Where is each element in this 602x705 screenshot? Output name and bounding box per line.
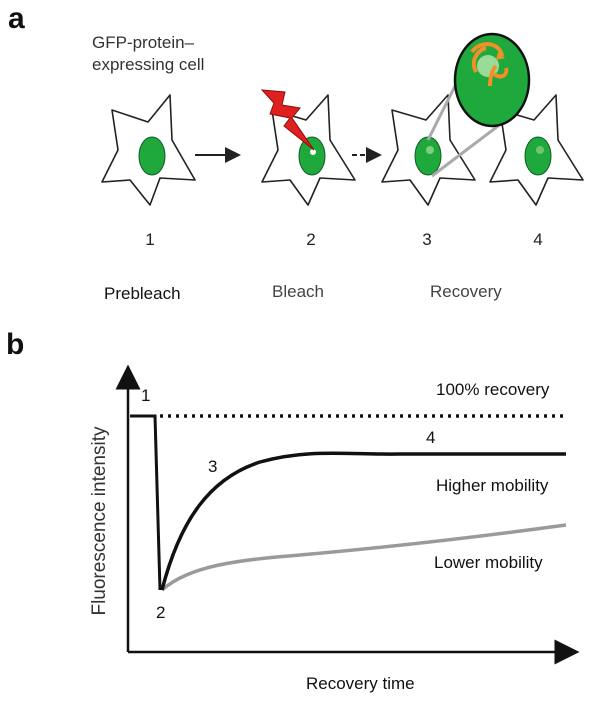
higher-mobility-curve — [160, 451, 566, 591]
cell-recovery-late — [489, 94, 584, 206]
lower-mobility-curve — [160, 523, 567, 592]
step-label-bleach: Bleach — [272, 282, 324, 301]
step-label-recovery: Recovery — [430, 282, 502, 301]
point-label-3: 3 — [208, 457, 218, 476]
point-label-4: 4 — [426, 428, 436, 447]
zoom-line-bottom — [431, 124, 499, 178]
y-axis-label: Fluorescence intensity — [89, 426, 110, 616]
step-number-2: 2 — [306, 230, 316, 249]
panel-b-letter: b — [6, 328, 25, 361]
frap-diagram — [101, 32, 584, 206]
laser-bolt-icon — [260, 89, 315, 151]
cell-bleach — [261, 94, 356, 206]
point-label-1: 1 — [141, 386, 151, 405]
point-label-2: 2 — [156, 603, 166, 622]
label-full-recovery: 100% recovery — [436, 380, 550, 399]
magnified-nucleus — [453, 32, 531, 128]
panel-a-letter: a — [8, 2, 25, 35]
step-number-3: 3 — [422, 230, 432, 249]
x-axis-label: Recovery time — [306, 674, 415, 693]
step-label-prebleach: Prebleach — [104, 284, 181, 303]
cell-recovery-early — [381, 94, 476, 206]
step-number-1: 1 — [145, 230, 155, 249]
cell-prebleach — [101, 94, 196, 206]
label-lower-mobility: Lower mobility — [434, 553, 543, 572]
step-number-4: 4 — [533, 230, 543, 249]
label-higher-mobility: Higher mobility — [436, 476, 549, 495]
prebleach-trace — [130, 414, 162, 591]
cell-caption: GFP-protein– expressing cell — [92, 33, 205, 74]
recovery-plot — [115, 364, 580, 665]
